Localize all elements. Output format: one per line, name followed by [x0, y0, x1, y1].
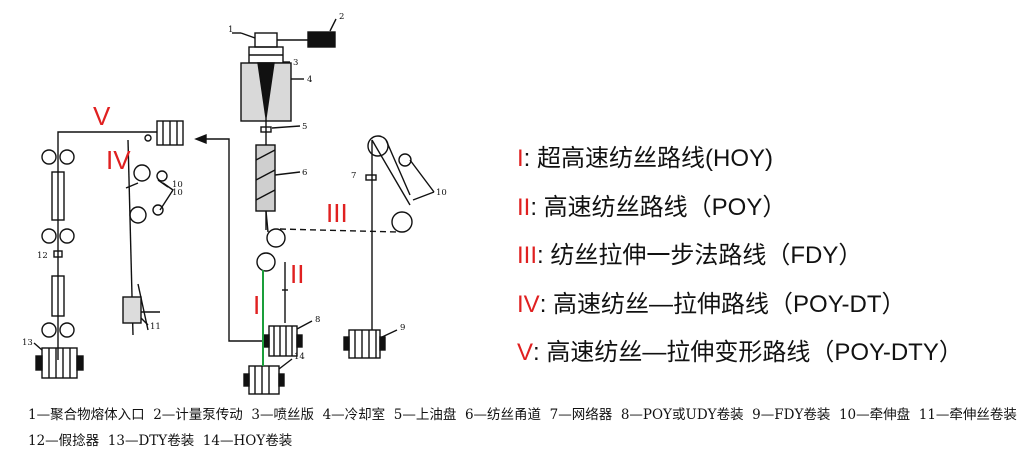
polymer-inlet — [254, 32, 278, 48]
caption-item: 13—DTY卷装 — [107, 433, 195, 449]
caption-item: 4—冷却室 — [322, 407, 386, 423]
callout-10-dt-b: 10 — [172, 188, 183, 198]
spinning-channel — [255, 144, 276, 212]
callout-6: 6 — [302, 168, 307, 178]
caption-item: 14—HOY卷装 — [202, 433, 293, 449]
drawn-yarn-package — [122, 296, 142, 324]
caption-item: 8—POY或UDY卷装 — [620, 407, 744, 423]
hoy-package — [248, 365, 280, 395]
fdy-route — [279, 228, 399, 233]
route-legend-text: : 纺丝拉伸一步法路线（FDY） — [537, 242, 863, 269]
route-legend-text: : 高速纺丝路线（POY） — [530, 193, 787, 221]
poy-dt-route — [203, 138, 269, 342]
callout-10-dt-a: 10 — [172, 180, 183, 190]
route-legend-text: : 高速纺丝—拉伸路线（POY-DT） — [539, 290, 906, 318]
route-legend-mark: I — [517, 145, 524, 172]
route-legend-item: III: 纺丝拉伸一步法路线（FDY） — [517, 235, 963, 284]
route-legend-text: : 高速纺丝—拉伸变形路线（POY-DTY） — [533, 339, 963, 366]
godet-lower — [256, 252, 276, 272]
caption-item: 2—计量泵传动 — [153, 407, 243, 423]
route-legend-mark: IV — [517, 290, 540, 318]
godet-upper — [266, 228, 286, 248]
caption-item: 12—假捻器 — [28, 433, 100, 449]
callout-11: 11 — [150, 322, 161, 332]
route-legend-text: : 超高速纺丝路线(HOY) — [523, 145, 773, 172]
route-legend-item: V: 高速纺丝—拉伸变形路线（POY-DTY） — [517, 332, 963, 381]
route-legend-mark: II — [517, 193, 531, 221]
second-heater — [51, 275, 65, 317]
fdy-roll-lower — [391, 211, 413, 233]
route-mark-v: V — [93, 101, 111, 131]
callout-3: 3 — [293, 58, 298, 68]
callout-1: 1 — [228, 25, 233, 35]
poy-package — [268, 325, 298, 357]
texturing-route — [57, 131, 157, 137]
dt-draw-roll-lower — [129, 206, 147, 224]
callout-8: 8 — [315, 315, 320, 325]
callout-9: 9 — [400, 323, 405, 333]
route-legend: I: 超高速纺丝路线(HOY) II: 高速纺丝路线（POY） III: 纺丝拉… — [517, 138, 963, 381]
callout-14: 14 — [294, 352, 305, 362]
route-legend-mark: III — [517, 242, 538, 269]
inlet-pipe — [240, 32, 256, 39]
caption-item: 7—网络器 — [549, 407, 613, 423]
callout-7: 7 — [351, 171, 356, 181]
callout-2: 2 — [339, 12, 344, 22]
fdy-roll-upper — [367, 135, 389, 157]
first-heater — [51, 171, 65, 221]
caption-item: 1—聚合物熔体入口 — [28, 407, 145, 423]
spinneret-fan — [257, 62, 275, 119]
metering-pump-drive — [307, 31, 336, 48]
callout-13: 13 — [22, 338, 33, 348]
dt-draw-roll-upper — [133, 164, 151, 182]
caption-item: 3—喷丝版 — [251, 407, 314, 423]
route-mark-iii: III — [326, 198, 348, 228]
caption-item: 11—牵伸丝卷装 — [918, 407, 1017, 423]
route-mark-i: I — [253, 290, 260, 320]
callout-5: 5 — [302, 122, 307, 132]
caption-item: 10—牵伸盘 — [838, 407, 911, 423]
caption-item: 5—上油盘 — [393, 407, 457, 423]
route-legend-mark: V — [517, 339, 534, 366]
figure-caption: 1—聚合物熔体入口 2—计量泵传动 3—喷丝版 4—冷却室 5—上油盘 6—纺丝… — [28, 402, 1028, 454]
callout-10-fdy: 10 — [436, 188, 447, 198]
oil-disc — [260, 126, 272, 133]
false-twister — [53, 250, 63, 258]
caption-item: 9—FDY卷装 — [752, 407, 831, 423]
route-mark-iv: IV — [106, 145, 131, 175]
route-mark-ii: II — [290, 259, 304, 289]
dty-package — [41, 347, 78, 379]
route-legend-item: I: 超高速纺丝路线(HOY) — [517, 138, 963, 187]
callout-12: 12 — [37, 251, 48, 261]
caption-item: 6—纺丝甬道 — [464, 407, 542, 423]
callout-4: 4 — [307, 75, 312, 85]
route-legend-item: II: 高速纺丝路线（POY） — [517, 187, 963, 236]
route-legend-item: IV: 高速纺丝—拉伸路线（POY-DT） — [517, 284, 963, 333]
